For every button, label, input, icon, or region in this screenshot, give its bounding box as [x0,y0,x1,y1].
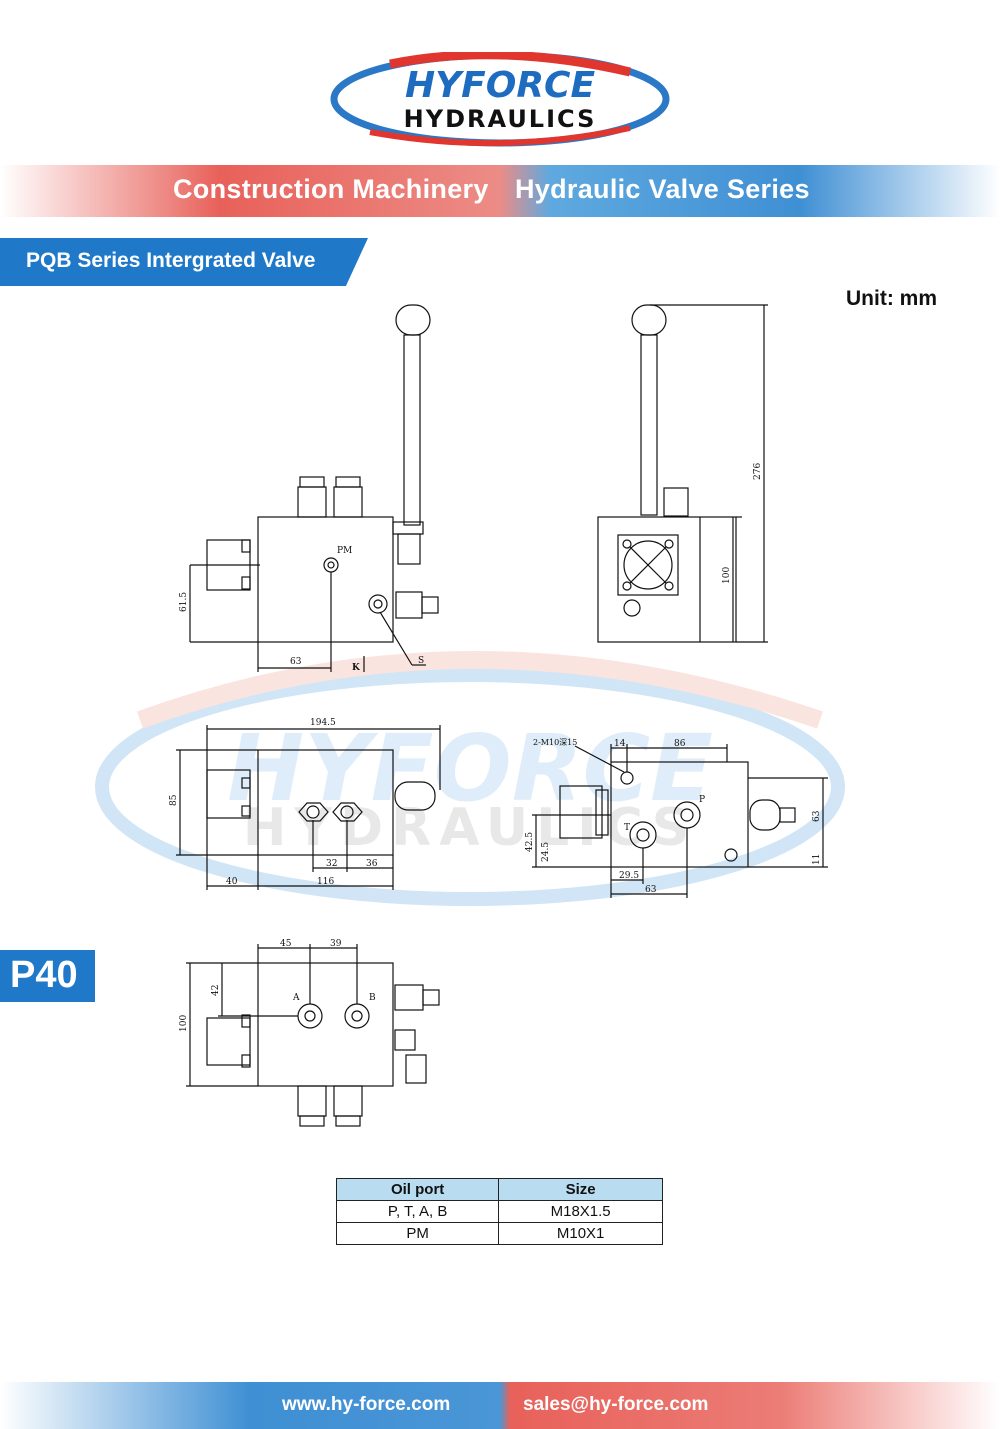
svg-text:40: 40 [226,877,238,887]
svg-text:14: 14 [614,739,626,749]
svg-text:85: 85 [169,794,179,806]
model-badge-text: P40 [10,954,78,996]
svg-text:45: 45 [280,939,292,949]
svg-text:11: 11 [812,854,822,865]
svg-text:29.5: 29.5 [619,871,639,881]
unit-label: Unit: mm [846,287,937,310]
oil-port-table: Oil port Size P, T, A, B M18X1.5 PM M10X… [335,1178,663,1245]
svg-text:116: 116 [317,877,334,887]
series-banner: Construction Machinery Hydraulic Valve S… [0,165,1000,217]
svg-text:63: 63 [645,885,657,895]
svg-text:24.5: 24.5 [541,842,551,862]
svg-text:PM: PM [337,546,352,556]
website-link[interactable]: www.hy-force.com [282,1394,451,1415]
cell-port: PM [335,1222,500,1245]
section-title: PQB Series Intergrated Valve [26,249,316,272]
svg-text:36: 36 [366,859,378,869]
svg-text:HYDRAULICS: HYDRAULICS [404,105,597,133]
cell-size: M18X1.5 [498,1200,663,1223]
svg-text:2-M10深15: 2-M10深15 [533,738,577,747]
model-badge: P40 [0,950,95,1002]
svg-text:P: P [699,795,705,805]
svg-text:32: 32 [326,859,337,869]
svg-text:S: S [418,656,424,666]
top-view: 194.5 85 32 36 40 116 [169,718,441,890]
svg-text:61.5: 61.5 [179,592,189,612]
svg-text:HYFORCE: HYFORCE [405,65,596,106]
svg-text:100: 100 [179,1015,189,1032]
footer-bar: www.hy-force.com sales@hy-force.com [0,1382,1000,1429]
svg-text:39: 39 [330,939,342,949]
hyforce-logo: HYFORCE HYDRAULICS [330,52,670,147]
svg-text:86: 86 [674,739,686,749]
svg-text:A: A [292,993,300,1003]
svg-text:100: 100 [722,567,732,584]
cell-size: M10X1 [498,1222,663,1245]
header-oil-port: Oil port [335,1178,500,1201]
svg-text:194.5: 194.5 [310,718,336,728]
svg-text:63: 63 [812,810,822,822]
email-link[interactable]: sales@hy-force.com [523,1394,709,1415]
bottom-view: A B 45 39 100 42 [179,939,440,1127]
section-view: P T 2-M10深15 14 86 63 11 42.5 24.5 29.5 … [525,738,828,898]
watermark: HYFORCE HYDRAULICS [95,651,845,906]
header-size: Size [498,1178,663,1201]
svg-text:42.5: 42.5 [525,832,535,852]
cell-port: P, T, A, B [335,1200,500,1223]
svg-text:K: K [352,663,361,673]
banner-left-text: Construction Machinery [173,174,489,204]
section-tab: PQB Series Intergrated Valve [0,238,368,286]
technical-drawing: HYFORCE HYDRAULICS PM 61.5 63 K S [95,304,845,1127]
banner-right-text: Hydraulic Valve Series [515,174,810,204]
side-view: 276 100 [597,304,768,643]
table-row: P, T, A, B M18X1.5 [335,1200,663,1223]
svg-text:63: 63 [290,657,302,667]
table-row: PM M10X1 [335,1222,663,1245]
svg-text:T: T [624,823,630,833]
table-header-row: Oil port Size [335,1178,663,1201]
svg-text:42: 42 [211,985,221,996]
svg-text:276: 276 [753,463,763,480]
svg-text:HYFORCE: HYFORCE [227,715,713,822]
front-view: PM 61.5 63 K S [179,304,439,673]
svg-text:B: B [369,993,376,1003]
